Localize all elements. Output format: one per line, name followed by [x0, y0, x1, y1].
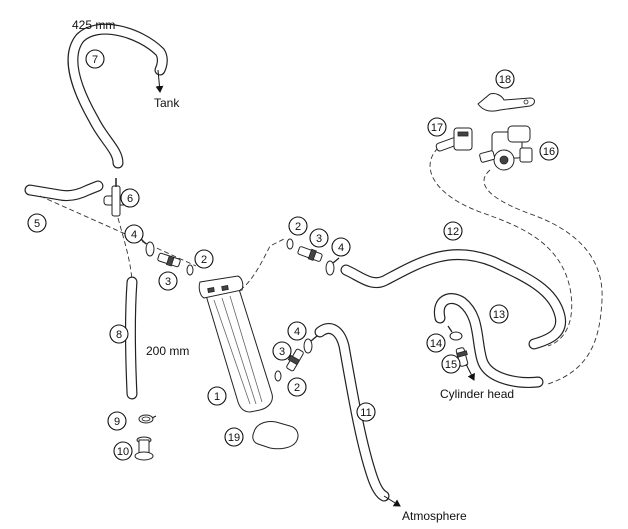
callout-4-left: 4 — [124, 224, 144, 244]
length-label-200: 200 mm — [146, 344, 189, 358]
hose-5 — [24, 180, 104, 202]
svg-text:18: 18 — [499, 74, 511, 86]
route-16-to-13 — [483, 169, 603, 385]
hose-11 — [314, 323, 390, 502]
valve-16 — [479, 125, 533, 171]
callout-6: 6 — [120, 188, 140, 208]
hose-8 — [125, 276, 138, 400]
callout-16: 16 — [539, 141, 559, 161]
nipple-3-left — [157, 252, 181, 268]
canister-1 — [198, 275, 273, 413]
callout-14: 14 — [426, 333, 446, 353]
callout-15: 15 — [441, 354, 461, 374]
tank-arrow — [155, 69, 164, 93]
svg-text:3: 3 — [165, 276, 171, 288]
svg-text:1: 1 — [214, 391, 220, 403]
svg-text:8: 8 — [116, 329, 122, 341]
svg-text:3: 3 — [316, 233, 322, 245]
callout-3-upper: 3 — [309, 228, 329, 248]
cover-19 — [252, 421, 299, 450]
callout-5: 5 — [27, 213, 47, 233]
svg-text:12: 12 — [447, 226, 459, 238]
svg-text:5: 5 — [34, 218, 40, 230]
svg-text:13: 13 — [493, 309, 505, 321]
vent-route-right — [239, 237, 287, 291]
svg-text:3: 3 — [279, 346, 285, 358]
route-17-to-12 — [429, 147, 573, 347]
svg-text:19: 19 — [228, 432, 240, 444]
bracket-18 — [477, 93, 535, 112]
callout-11: 11 — [356, 402, 376, 422]
svg-text:4: 4 — [294, 326, 300, 338]
cylinder-head-arrow — [465, 363, 475, 381]
callout-2-left: 2 — [194, 249, 214, 269]
svg-text:16: 16 — [543, 146, 555, 158]
clamp-4-upper — [325, 257, 340, 276]
hose-13 — [433, 293, 544, 388]
callout-4-lower: 4 — [287, 321, 307, 341]
callout-1: 1 — [207, 386, 227, 406]
cylinder-head-label: Cylinder head — [440, 387, 514, 401]
callout-13: 13 — [489, 304, 509, 324]
svg-text:2: 2 — [294, 382, 300, 394]
callout-2-lower: 2 — [287, 377, 307, 397]
hose-7 — [67, 23, 168, 169]
svg-text:11: 11 — [360, 407, 371, 419]
svg-text:6: 6 — [127, 193, 133, 205]
callout-9: 9 — [107, 411, 127, 431]
svg-text:4: 4 — [131, 229, 137, 241]
nipple-3-lower — [286, 348, 304, 372]
callout-7: 7 — [85, 49, 105, 69]
svg-text:14: 14 — [430, 338, 442, 350]
nipple-3-upper — [297, 246, 323, 262]
callout-12: 12 — [443, 221, 463, 241]
callout-4-upper: 4 — [331, 237, 351, 257]
callout-18: 18 — [495, 69, 515, 89]
length-label-425: 425 mm — [72, 18, 115, 32]
clamp-4-left — [139, 237, 155, 257]
hose-12 — [340, 249, 567, 350]
tank-label: Tank — [154, 96, 180, 110]
svg-text:17: 17 — [431, 122, 443, 134]
atmosphere-label: Atmosphere — [402, 509, 467, 523]
callout-19: 19 — [224, 427, 244, 447]
callout-8: 8 — [109, 324, 129, 344]
clamp-14 — [447, 325, 463, 341]
o-ring-2-lower — [274, 370, 282, 382]
svg-text:10: 10 — [117, 446, 129, 458]
clamp-4-lower — [303, 335, 318, 354]
callout-17: 17 — [427, 117, 447, 137]
fitting-17 — [435, 127, 473, 152]
callout-10: 10 — [113, 441, 133, 461]
callout-3-lower: 3 — [272, 341, 292, 361]
clip-9 — [138, 414, 157, 424]
grommet-10 — [134, 436, 154, 461]
svg-text:15: 15 — [445, 359, 457, 371]
svg-text:2: 2 — [295, 221, 301, 233]
callout-3-left: 3 — [158, 271, 178, 291]
svg-text:2: 2 — [201, 254, 207, 266]
callout-2-upper: 2 — [288, 216, 308, 236]
o-ring-2-left — [186, 264, 194, 276]
o-ring-2-upper — [286, 238, 294, 250]
svg-text:7: 7 — [92, 54, 98, 66]
hose-8-route — [117, 217, 133, 281]
svg-text:9: 9 — [114, 416, 120, 428]
svg-text:4: 4 — [338, 242, 344, 254]
atmosphere-arrow — [383, 495, 401, 507]
